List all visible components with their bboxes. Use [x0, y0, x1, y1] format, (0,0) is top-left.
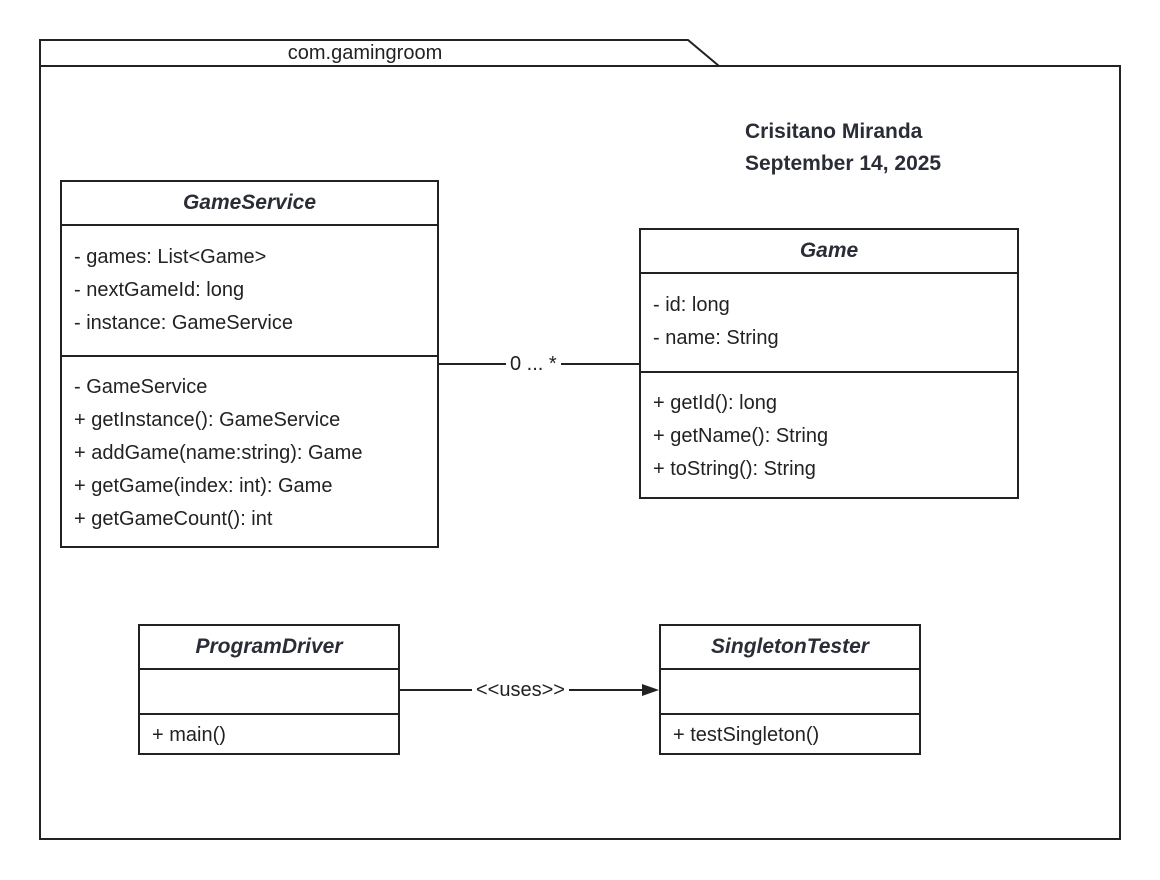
method: + toString(): String — [653, 458, 816, 480]
method: + getGameCount(): int — [74, 508, 273, 530]
class-game[interactable]: Game - id: long - name: String + getId()… — [639, 228, 1019, 499]
class-gameservice[interactable]: GameService - games: List<Game> - nextGa… — [60, 180, 439, 548]
methods-section: + main() — [140, 713, 398, 752]
author-name: Crisitano Miranda — [745, 120, 923, 143]
attribute: - games: List<Game> — [74, 246, 267, 268]
package-tab — [39, 39, 720, 67]
class-name: Game — [641, 230, 1017, 274]
method: + getInstance(): GameService — [74, 409, 341, 431]
methods-section: + testSingleton() — [661, 713, 919, 752]
attribute: - id: long — [653, 294, 730, 316]
method: - GameService — [74, 376, 208, 398]
method: + getId(): long — [653, 392, 777, 414]
attribute: - name: String — [653, 327, 779, 349]
multiplicity-label: 0 ... * — [506, 352, 561, 376]
package-name: com.gamingroom — [287, 42, 443, 64]
attribute: - nextGameId: long — [74, 279, 245, 301]
class-programdriver[interactable]: ProgramDriver + main() — [138, 624, 400, 755]
attributes-section: - games: List<Game> - nextGameId: long -… — [62, 226, 437, 355]
methods-section: + getId(): long + getName(): String + to… — [641, 371, 1017, 486]
author-date: September 14, 2025 — [745, 152, 942, 175]
method: + getName(): String — [653, 425, 829, 447]
method: + addGame(name:string): Game — [74, 442, 363, 464]
class-name: SingletonTester — [661, 626, 919, 670]
method: + testSingleton() — [673, 724, 820, 746]
attributes-section — [661, 670, 919, 713]
method: + getGame(index: int): Game — [74, 475, 333, 497]
package-body — [39, 65, 1121, 840]
uses-label: <<uses>> — [472, 678, 569, 702]
class-name: ProgramDriver — [140, 626, 398, 670]
attribute: - instance: GameService — [74, 312, 293, 334]
method: + main() — [152, 724, 226, 746]
class-name: GameService — [62, 182, 437, 226]
attributes-section — [140, 670, 398, 713]
uses-arrowhead — [642, 684, 659, 696]
author-block: Crisitano Miranda September 14, 2025 — [745, 116, 941, 180]
attributes-section: - id: long - name: String — [641, 274, 1017, 371]
class-singletontester[interactable]: SingletonTester + testSingleton() — [659, 624, 921, 755]
methods-section: - GameService + getInstance(): GameServi… — [62, 355, 437, 536]
